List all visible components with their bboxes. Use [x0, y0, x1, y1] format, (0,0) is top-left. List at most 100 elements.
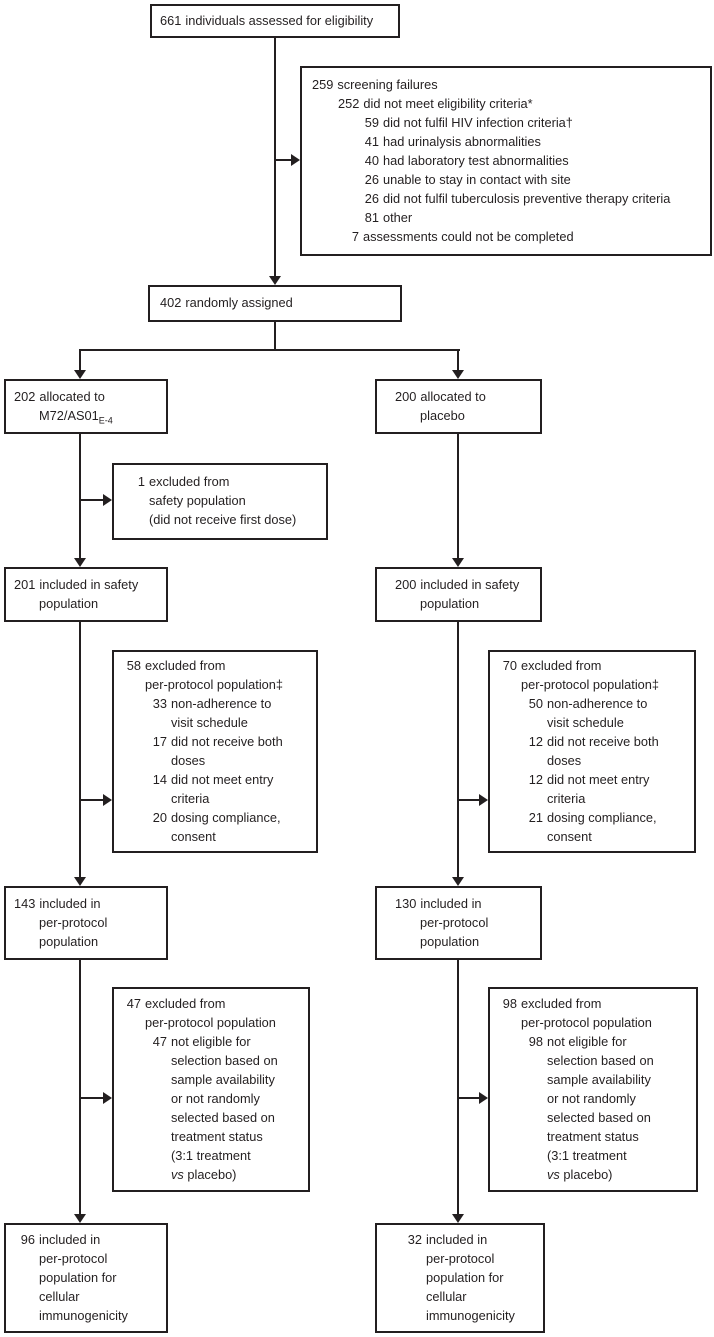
- line-count: [522, 1051, 543, 1070]
- line-text: treatment status: [171, 1129, 263, 1144]
- line-count: [395, 594, 416, 613]
- line-text: allocated to: [39, 389, 105, 404]
- line-count: [146, 1070, 167, 1089]
- line-text: sample availability: [547, 1072, 651, 1087]
- line-text: excluded from: [145, 996, 226, 1011]
- box-cellular-exclusion-m72: 47 excluded from per-protocol population 47…: [112, 987, 310, 1192]
- line-count: [395, 913, 416, 932]
- line-text: population: [39, 596, 99, 611]
- connector-alloc-to-safety-placebo: [457, 434, 459, 559]
- arrowhead-into-alloc-m72: [74, 370, 86, 379]
- line-text: selected based on: [171, 1110, 275, 1125]
- box-line: vs placebo): [120, 1165, 304, 1184]
- box-line: consent: [496, 827, 690, 846]
- line-text: M72/AS01E-4: [39, 408, 113, 426]
- line-count: 252: [338, 96, 360, 111]
- line-text: included in: [39, 1232, 101, 1247]
- line-count: 96: [20, 1232, 35, 1247]
- line-text: treatment status: [547, 1129, 639, 1144]
- box-line: or not randomly: [120, 1089, 304, 1108]
- box-line: population for: [401, 1268, 539, 1287]
- line-text: dosing compliance,: [547, 810, 657, 825]
- line-text: included in: [420, 896, 482, 911]
- connector-safety-to-pp-placebo: [457, 622, 459, 878]
- line-count: [146, 1165, 167, 1184]
- line-count: [146, 751, 167, 770]
- connector-assessed-to-randomized: [274, 38, 276, 277]
- line-count: [401, 1268, 422, 1287]
- line-text: (3:1 treatment: [171, 1148, 251, 1163]
- box-line: population: [395, 594, 536, 613]
- line-text: population for: [426, 1270, 504, 1285]
- line-text: placebo: [420, 408, 465, 423]
- box-line: (3:1 treatment: [496, 1146, 692, 1165]
- line-text: did not fulfil tuberculosis preventive t…: [383, 191, 671, 206]
- box-line: doses: [496, 751, 690, 770]
- line-count: 402: [160, 295, 182, 310]
- arrowhead-into-alloc-placebo: [452, 370, 464, 379]
- box-line: population: [395, 932, 536, 951]
- box-line: or not randomly: [496, 1089, 692, 1108]
- line-count: [146, 1051, 167, 1070]
- line-text: per-protocol population: [145, 1015, 276, 1030]
- line-count: [401, 1287, 422, 1306]
- line-count: 661: [160, 13, 182, 28]
- line-count: 21: [528, 810, 543, 825]
- box-line: consent: [120, 827, 312, 846]
- line-text: per-protocol: [39, 915, 108, 930]
- line-text: did not receive both: [171, 734, 283, 749]
- line-count: 20: [152, 810, 167, 825]
- line-count: 26: [364, 191, 379, 206]
- line-text: did not meet entry: [547, 772, 650, 787]
- line-text: excluded from: [149, 474, 230, 489]
- line-count: [522, 1070, 543, 1089]
- line-text: non-adherence to: [171, 696, 272, 711]
- line-text: had urinalysis abnormalities: [383, 134, 541, 149]
- line-count: 32: [407, 1232, 422, 1247]
- box-line: per-protocol population: [496, 1013, 692, 1032]
- line-text: excluded from: [521, 658, 602, 673]
- box-line: visit schedule: [120, 713, 312, 732]
- line-text: did not fulfil HIV infection criteria†: [383, 115, 573, 130]
- line-count: 47: [152, 1034, 167, 1049]
- connector-to-cellular-exclusion-m72: [79, 1097, 104, 1099]
- line-count: [146, 713, 167, 732]
- line-count: [522, 827, 543, 846]
- line-count: [120, 1013, 141, 1032]
- line-count: [14, 594, 35, 613]
- line-count: [496, 675, 517, 694]
- line-text: per-protocol: [39, 1251, 108, 1266]
- connector-pp-to-cellular-m72: [79, 960, 81, 1215]
- line-text: had laboratory test abnormalities: [383, 153, 569, 168]
- line-text: included in safety: [39, 577, 139, 592]
- box-line: treatment status: [496, 1127, 692, 1146]
- line-count: [522, 1165, 543, 1184]
- box-line: selected based on: [120, 1108, 304, 1127]
- line-count: [401, 1249, 422, 1268]
- line-count: [522, 1146, 543, 1165]
- line-text: per-protocol: [420, 915, 489, 930]
- connector-to-pp-exclusion-placebo: [457, 799, 480, 801]
- arrowhead-into-pp-exclusion-placebo: [479, 794, 488, 806]
- line-count: [14, 1287, 35, 1306]
- line-count: [522, 751, 543, 770]
- line-count: [146, 1089, 167, 1108]
- box-line: criteria: [496, 789, 690, 808]
- box-line: safety population: [124, 491, 322, 510]
- line-count: 202: [14, 389, 36, 404]
- line-text: doses: [547, 753, 582, 768]
- connector-to-alloc-m72: [79, 349, 81, 371]
- box-line: population: [14, 594, 162, 613]
